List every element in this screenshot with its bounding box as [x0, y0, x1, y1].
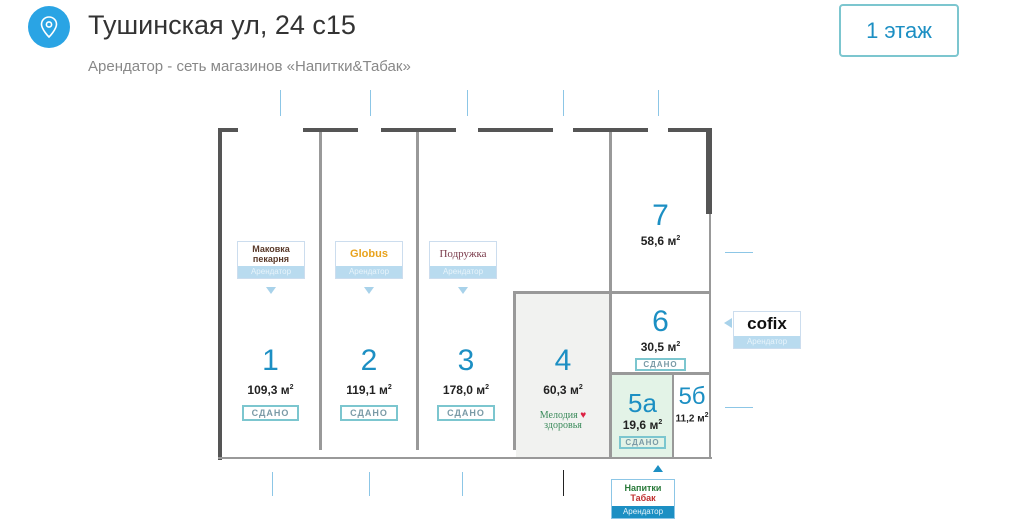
- wall: [672, 374, 674, 458]
- cofix-logo: cofix: [747, 314, 787, 333]
- pointer-icon: [653, 465, 663, 472]
- room-5a-fill: [612, 374, 673, 458]
- wall: [381, 128, 456, 132]
- tenant-label: Арендатор: [612, 506, 674, 518]
- entrance-arrow-icon: [369, 472, 370, 496]
- wall: [478, 128, 553, 132]
- room-2[interactable]: 2 119,1 м2 СДАНО: [322, 345, 416, 421]
- room-number: 3: [457, 344, 475, 377]
- entrance-arrow-icon: [462, 472, 463, 496]
- room-number: 5б: [678, 383, 706, 410]
- room-area: 178,0 м2: [442, 383, 490, 397]
- room-number: 5а: [628, 388, 657, 418]
- wall: [709, 214, 711, 458]
- room-area: 119,1 м2: [346, 383, 392, 397]
- room-number: 6: [652, 305, 669, 338]
- entrance-arrow-icon: [725, 252, 753, 253]
- wall: [513, 291, 711, 294]
- main-entrance-arrow-icon: [563, 470, 564, 496]
- floor-button[interactable]: 1 этаж: [839, 4, 959, 57]
- wall: [609, 132, 612, 458]
- room-number: 1: [262, 344, 279, 377]
- tenant-makovka[interactable]: Маковка пекарня Арендатор: [237, 241, 305, 279]
- pointer-icon: [458, 287, 468, 294]
- room-1[interactable]: 1 109,3 м2 СДАНО: [222, 345, 319, 421]
- wall: [218, 457, 712, 459]
- status-badge: СДАНО: [635, 358, 686, 371]
- pointer-icon: [364, 287, 374, 294]
- makovka-logo: Маковка пекарня: [252, 244, 290, 264]
- room-area: 30,5 м2: [640, 340, 681, 354]
- page-subtitle: Арендатор - сеть магазинов «Напитки&Таба…: [88, 58, 411, 75]
- wall: [416, 132, 419, 450]
- room-6[interactable]: 6 30,5 м2 СДАНО: [612, 306, 709, 372]
- entrance-arrow-icon: [370, 90, 371, 116]
- entrance-arrow-icon: [658, 90, 659, 116]
- tenant-label: Арендатор: [430, 266, 496, 278]
- wall: [319, 132, 322, 450]
- entrance-arrow-icon: [563, 90, 564, 116]
- entrance-arrow-icon: [467, 90, 468, 116]
- status-badge: СДАНО: [241, 405, 300, 421]
- wall: [303, 128, 358, 132]
- room-area: 58,6 м2: [640, 234, 681, 248]
- tenant-podruzhka[interactable]: Подружка Арендатор: [429, 241, 497, 279]
- room-number: 7: [652, 199, 669, 232]
- room-7[interactable]: 7 58,6 м2: [612, 199, 709, 249]
- status-badge: СДАНО: [619, 436, 666, 449]
- room-area: 60,3 м2: [543, 383, 583, 397]
- entrance-arrow-icon: [280, 90, 281, 116]
- wall: [706, 128, 712, 214]
- room-area: 19,6 м2: [622, 418, 663, 432]
- status-badge: СДАНО: [340, 405, 398, 421]
- globus-logo: Globus: [350, 248, 388, 260]
- pointer-icon: [724, 318, 732, 328]
- podruzhka-logo: Подружка: [439, 248, 487, 260]
- room-5a[interactable]: 5а 19,6 м2 СДАНО: [612, 390, 673, 450]
- status-badge: СДАНО: [437, 405, 495, 421]
- tenant-label: Арендатор: [734, 336, 800, 348]
- room-5b[interactable]: 5б 11,2 м2: [674, 383, 710, 425]
- tenant-label: Арендатор: [336, 266, 402, 278]
- wall: [513, 292, 516, 450]
- page-title: Тушинская ул, 24 с15: [88, 10, 356, 40]
- location-pin-icon: [28, 6, 70, 48]
- wall: [612, 372, 710, 375]
- tenant-cofix[interactable]: cofix Арендатор: [733, 311, 801, 349]
- tenant-globus[interactable]: Globus Арендатор: [335, 241, 403, 279]
- entrance-arrow-icon: [272, 472, 273, 496]
- wall: [573, 128, 648, 132]
- wall: [668, 128, 712, 132]
- pointer-icon: [266, 287, 276, 294]
- room-number: 4: [554, 344, 572, 377]
- room-4-fill: [516, 294, 610, 458]
- wall: [218, 128, 238, 132]
- room-area: 109,3 м2: [247, 383, 294, 397]
- wall: [218, 128, 222, 460]
- room-area: 11,2 м2: [675, 412, 709, 425]
- room-number: 2: [360, 344, 378, 377]
- entrance-arrow-icon: [725, 407, 753, 408]
- room-4[interactable]: 4 60,3 м2 Мелодия ♥здоровья: [516, 345, 610, 431]
- melodiya-zdorovya-logo: Мелодия ♥здоровья: [539, 410, 587, 431]
- tenant-label: Арендатор: [238, 266, 304, 278]
- room-3[interactable]: 3 178,0 м2 СДАНО: [419, 345, 513, 421]
